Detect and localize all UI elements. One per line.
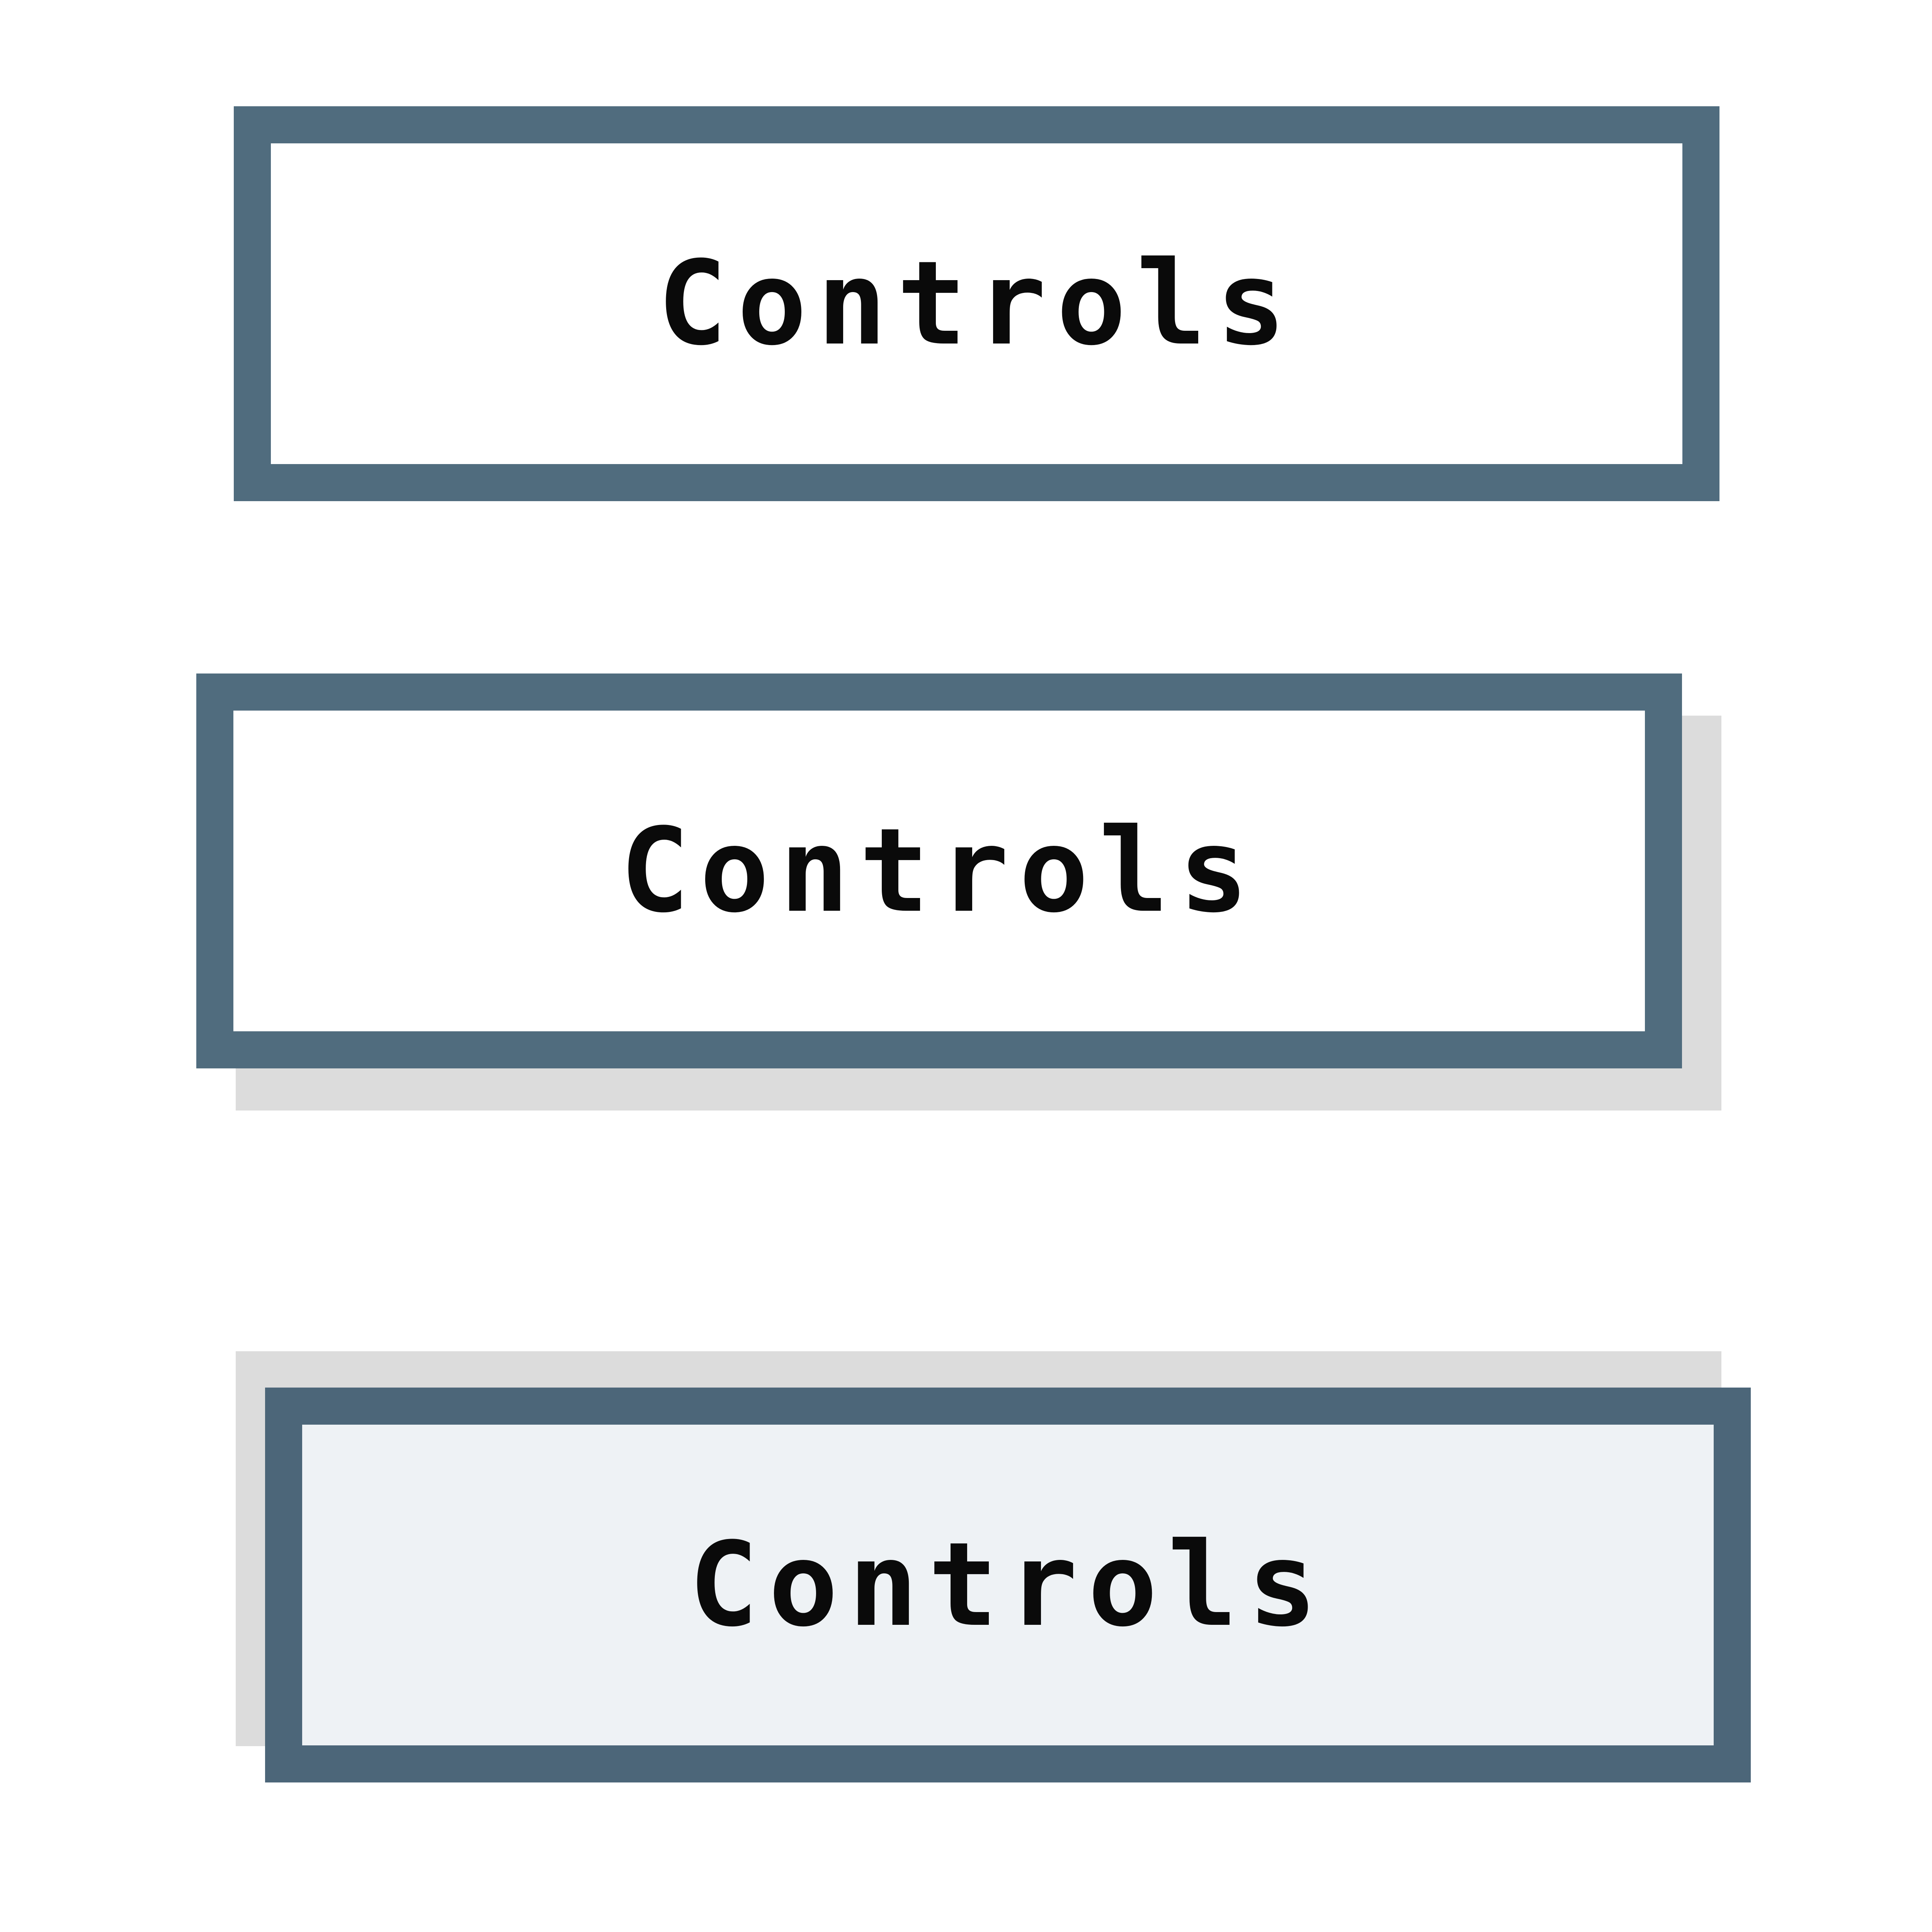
controls-button-normal[interactable]: Controls [234, 106, 1719, 501]
controls-button-label: Controls [620, 803, 1259, 938]
controls-button-label: Controls [689, 1517, 1327, 1652]
controls-button-pressed[interactable]: Controls [265, 1388, 1751, 1782]
controls-button-hover[interactable]: Controls [196, 673, 1682, 1068]
controls-button-label: Controls [657, 236, 1296, 371]
